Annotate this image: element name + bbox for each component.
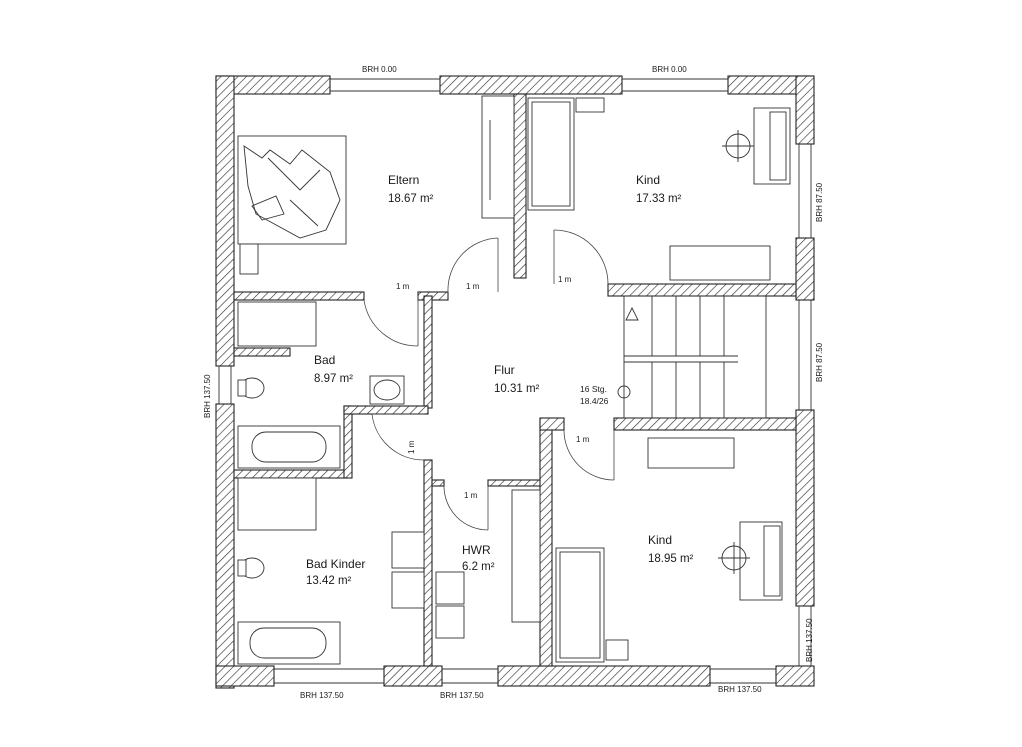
stair-steps: 16 Stg. — [580, 384, 607, 394]
room-name-eltern: Eltern — [388, 173, 419, 187]
door-width-kind-bottom: 1 m — [576, 435, 590, 444]
window-right-upper: BRH 87.50 — [815, 182, 824, 222]
door-width-labels: 1 m 1 m 1 m 1 m 1 m 1 m — [396, 275, 590, 500]
outer-walls — [215, 75, 815, 689]
window-top-left: BRH 0.00 — [362, 65, 397, 74]
washbasin — [391, 571, 425, 609]
window-bottom-middle: BRH 137.50 — [440, 691, 484, 700]
window-right-middle: BRH 87.50 — [815, 342, 824, 382]
shelf — [669, 245, 771, 281]
shelf — [647, 437, 735, 469]
washbasin — [369, 375, 405, 405]
room-area-kind-bottom: 18.95 m² — [648, 553, 694, 565]
utility-shelf — [511, 489, 541, 623]
furniture — [237, 95, 791, 665]
room-name-bad-kinder: Bad Kinder — [306, 557, 365, 571]
room-area-eltern: 18.67 m² — [388, 193, 434, 205]
stair-ratio: 18.4/26 — [580, 396, 609, 406]
door-swings — [363, 229, 615, 531]
room-area-hwr: 6.2 m² — [462, 561, 495, 573]
room-area-flur: 10.31 m² — [494, 383, 540, 395]
room-area-bad-kinder: 13.42 m² — [306, 575, 352, 587]
shower — [237, 301, 317, 347]
room-name-bad: Bad — [314, 353, 335, 367]
wardrobe — [481, 95, 515, 219]
door-width-hwr: 1 m — [464, 491, 478, 500]
window-bottom-right: BRH 137.50 — [718, 685, 762, 694]
room-labels: Eltern 18.67 m² Kind 17.33 m² Bad 8.97 m… — [306, 173, 694, 587]
window-bottom-left: BRH 137.50 — [300, 691, 344, 700]
window-openings — [218, 78, 812, 684]
window-sill-labels: BRH 0.00 BRH 0.00 BRH 87.50 BRH 87.50 BR… — [203, 65, 824, 700]
room-name-kind-top: Kind — [636, 173, 660, 187]
window-left: BRH 137.50 — [203, 374, 212, 418]
room-name-kind-bottom: Kind — [648, 533, 672, 547]
door-width-kind-top: 1 m — [558, 275, 572, 284]
staircase — [617, 295, 767, 419]
room-area-bad: 8.97 m² — [314, 373, 353, 385]
door-width-bad-kinder: 1 m — [407, 440, 416, 454]
washing-machine — [435, 571, 465, 605]
door-width-bad: 1 m — [396, 282, 410, 291]
double-bed — [237, 135, 347, 245]
room-area-kind-top: 17.33 m² — [636, 193, 682, 205]
room-name-hwr: HWR — [462, 543, 491, 557]
door-width-eltern: 1 m — [466, 282, 480, 291]
dryer — [435, 605, 465, 639]
window-right-lower: BRH 137.50 — [805, 618, 814, 662]
window-top-right: BRH 0.00 — [652, 65, 687, 74]
washbasin — [391, 531, 425, 569]
room-name-flur: Flur — [494, 363, 515, 377]
shower — [237, 477, 317, 531]
